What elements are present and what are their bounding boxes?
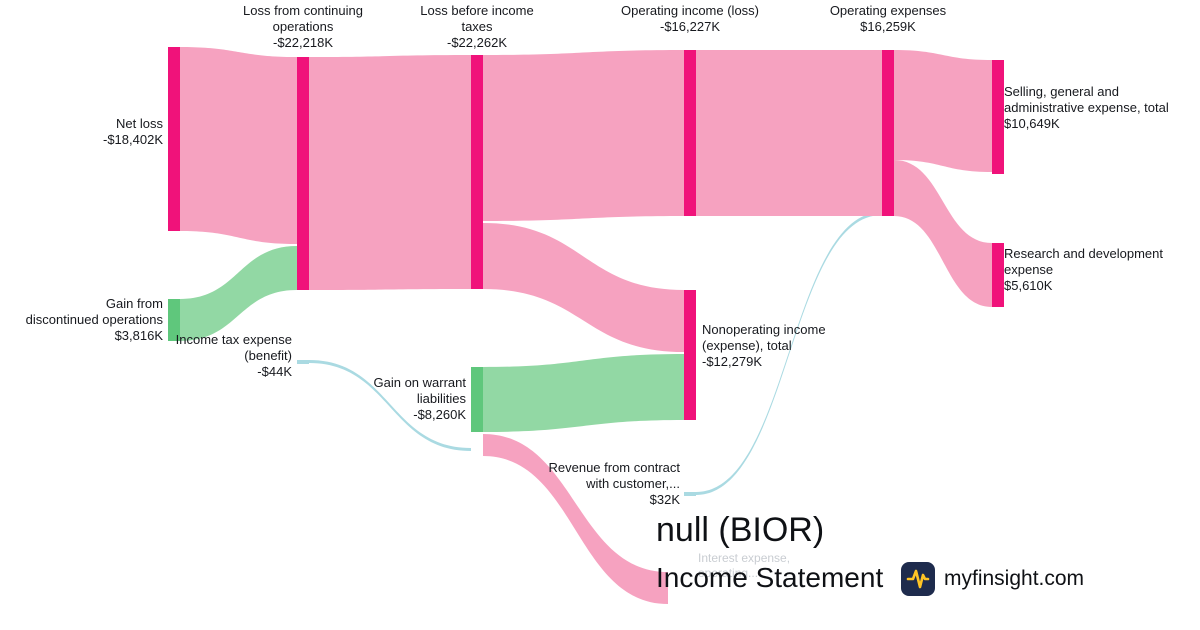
node-operating-income-loss[interactable] xyxy=(684,50,696,216)
flow-revenue-from-contract-with-customer[interactable] xyxy=(696,212,882,495)
node-research-and-development-expense[interactable] xyxy=(992,243,1004,307)
flow-gain-from-discontinued-operations[interactable] xyxy=(180,246,297,341)
node-gain-on-warrant-liabilities[interactable] xyxy=(471,367,483,432)
flow-loss-from-continuing-operations[interactable] xyxy=(309,55,471,290)
flow-operating-income-loss[interactable] xyxy=(483,50,684,221)
node-loss-from-continuing-operations[interactable] xyxy=(297,57,309,290)
flow-research-and-development-expense[interactable] xyxy=(894,160,992,307)
flow-net-loss[interactable] xyxy=(180,47,297,244)
node-loss-before-income-taxes[interactable] xyxy=(471,55,483,289)
flow-income-tax-expense-benefit[interactable] xyxy=(309,360,471,451)
flow-nonoperating-income-expense[interactable] xyxy=(483,223,684,352)
node-gain-from-discontinued-operations[interactable] xyxy=(168,299,180,341)
flow-selling-general-administrative-expense[interactable] xyxy=(894,50,992,172)
company-title: null (BIOR) xyxy=(656,511,825,549)
node-revenue-from-contract-with-customer[interactable] xyxy=(684,492,696,496)
flow-operating-expenses[interactable] xyxy=(696,50,882,216)
flow-interest-expense-operating[interactable] xyxy=(483,434,668,604)
node-nonoperating-income-expense-total[interactable] xyxy=(684,290,696,420)
node-income-tax-expense-benefit[interactable] xyxy=(297,360,309,364)
node-selling-general-administrative-expense[interactable] xyxy=(992,60,1004,174)
node-net-loss[interactable] xyxy=(168,47,180,231)
brand-name: myfinsight.com xyxy=(944,567,1085,590)
statement-title: Income Statement xyxy=(656,562,884,593)
brand-link[interactable]: myfinsight.com xyxy=(901,562,1084,596)
pulse-icon xyxy=(906,569,930,589)
myfinsight-logo-icon xyxy=(901,562,935,596)
node-operating-expenses[interactable] xyxy=(882,50,894,216)
flow-gain-on-warrant-liabilities[interactable] xyxy=(483,354,684,432)
